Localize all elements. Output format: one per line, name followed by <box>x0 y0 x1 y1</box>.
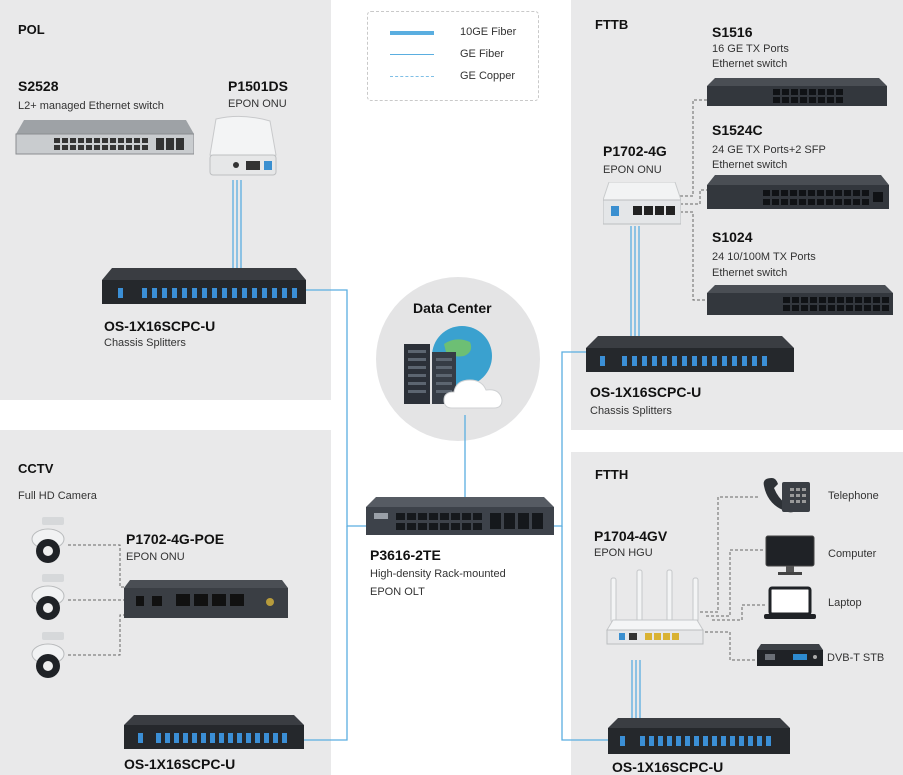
p3616-2te-desc1: High-density Rack-mounted <box>370 568 506 580</box>
fttb-splitter-image <box>586 336 794 372</box>
camera-desc: Full HD Camera <box>18 490 97 502</box>
p3616-2te-desc2: EPON OLT <box>370 586 425 598</box>
pol-splitter-image <box>102 268 306 304</box>
ftth-hgu-fiber <box>631 660 641 725</box>
copper-cam3 <box>68 614 130 656</box>
copper-s1516 <box>680 99 708 197</box>
computer-icon <box>765 535 815 575</box>
p1702-4g-poe-desc: EPON ONU <box>126 551 185 563</box>
pol-splitter-desc: Chassis Splitters <box>104 337 186 349</box>
s1024-switch-image <box>707 285 893 315</box>
p3616-2te-model: P3616-2TE <box>370 547 441 563</box>
p1704-4gv-hgu-image <box>606 569 704 645</box>
p1501ds-model: P1501DS <box>228 78 288 94</box>
copper-s1024 <box>680 211 708 301</box>
legend-swatch-thick <box>390 31 434 35</box>
p1702-4g-onu-image <box>603 182 681 225</box>
pol-title: POL <box>18 22 45 37</box>
laptop-label: Laptop <box>828 597 862 609</box>
s1516-desc1: 16 GE TX Ports <box>712 43 789 55</box>
telephone-label: Telephone <box>828 490 879 502</box>
s1524c-desc1: 24 GE TX Ports+2 SFP <box>712 144 826 156</box>
cctv-splitter-image <box>124 715 304 749</box>
camera-icon <box>31 574 65 620</box>
p1702-4g-desc: EPON ONU <box>603 164 662 176</box>
pol-panel <box>0 0 331 400</box>
copper-telephone <box>700 496 760 613</box>
copper-stb <box>705 631 758 661</box>
fttb-feeder-fiber <box>553 351 590 527</box>
dvb-t-stb-label: DVB-T STB <box>827 652 885 664</box>
cctv-title: CCTV <box>18 461 54 476</box>
s1524c-model: S1524C <box>712 122 763 138</box>
s1024-desc1: 24 10/100M TX Ports <box>712 251 816 263</box>
legend-swatch-thin <box>390 54 434 55</box>
s1024-model: S1024 <box>712 229 753 245</box>
p1702-4g-poe-model: P1702-4G-POE <box>126 531 225 547</box>
cctv-feeder-fiber <box>300 526 348 741</box>
ftth-feeder-fiber <box>561 526 612 741</box>
s1516-desc2: Ethernet switch <box>712 58 788 70</box>
s1516-switch-image <box>707 78 887 106</box>
p1501ds-desc: EPON ONU <box>228 98 287 110</box>
fttb-splitter-model: OS-1X16SCPC-U <box>590 384 702 400</box>
pol-feeder-fiber <box>300 289 370 527</box>
p3616-2te-olt-image <box>366 497 554 535</box>
dvb-t-stb-icon <box>757 644 823 666</box>
s1524c-switch-image <box>707 175 889 209</box>
ftth-title: FTTH <box>595 467 629 482</box>
cctv-splitter-model: OS-1X16SCPC-U <box>124 756 236 772</box>
pol-splitter-model: OS-1X16SCPC-U <box>104 318 216 334</box>
fttb-splitter-desc: Chassis Splitters <box>590 405 672 417</box>
s2528-model: S2528 <box>18 78 59 94</box>
s2528-desc: L2+ managed Ethernet switch <box>18 100 164 112</box>
legend: 10GE Fiber GE Fiber GE Copper <box>367 11 539 101</box>
ftth-splitter-image <box>608 718 790 754</box>
pol-onu-fiber <box>232 180 242 270</box>
copper-computer <box>706 549 765 617</box>
copper-s1524c <box>680 189 708 205</box>
s2528-switch-image <box>15 120 194 155</box>
ftth-splitter-model: OS-1X16SCPC-U <box>612 759 724 775</box>
p1704-4gv-desc: EPON HGU <box>594 547 653 559</box>
s1524c-desc2: Ethernet switch <box>712 159 788 171</box>
p1501ds-onu-image <box>209 115 277 176</box>
p1702-4g-poe-image <box>124 580 288 618</box>
s1516-model: S1516 <box>712 24 753 40</box>
s1024-desc2: Ethernet switch <box>712 267 788 279</box>
laptop-icon <box>764 586 816 619</box>
p1704-4gv-model: P1704-4GV <box>594 528 668 544</box>
telephone-icon <box>763 478 810 513</box>
fttb-onu-fiber <box>630 226 640 340</box>
fttb-title: FTTB <box>595 17 629 32</box>
camera-icon <box>31 632 65 678</box>
computer-label: Computer <box>828 548 877 560</box>
data-center-icon <box>404 326 503 409</box>
copper-cam1 <box>68 544 130 588</box>
data-center-label: Data Center <box>413 300 492 316</box>
copper-laptop <box>712 604 765 621</box>
camera-icon <box>31 517 65 563</box>
p1702-4g-model: P1702-4G <box>603 143 667 159</box>
legend-swatch-dashed <box>390 76 434 77</box>
